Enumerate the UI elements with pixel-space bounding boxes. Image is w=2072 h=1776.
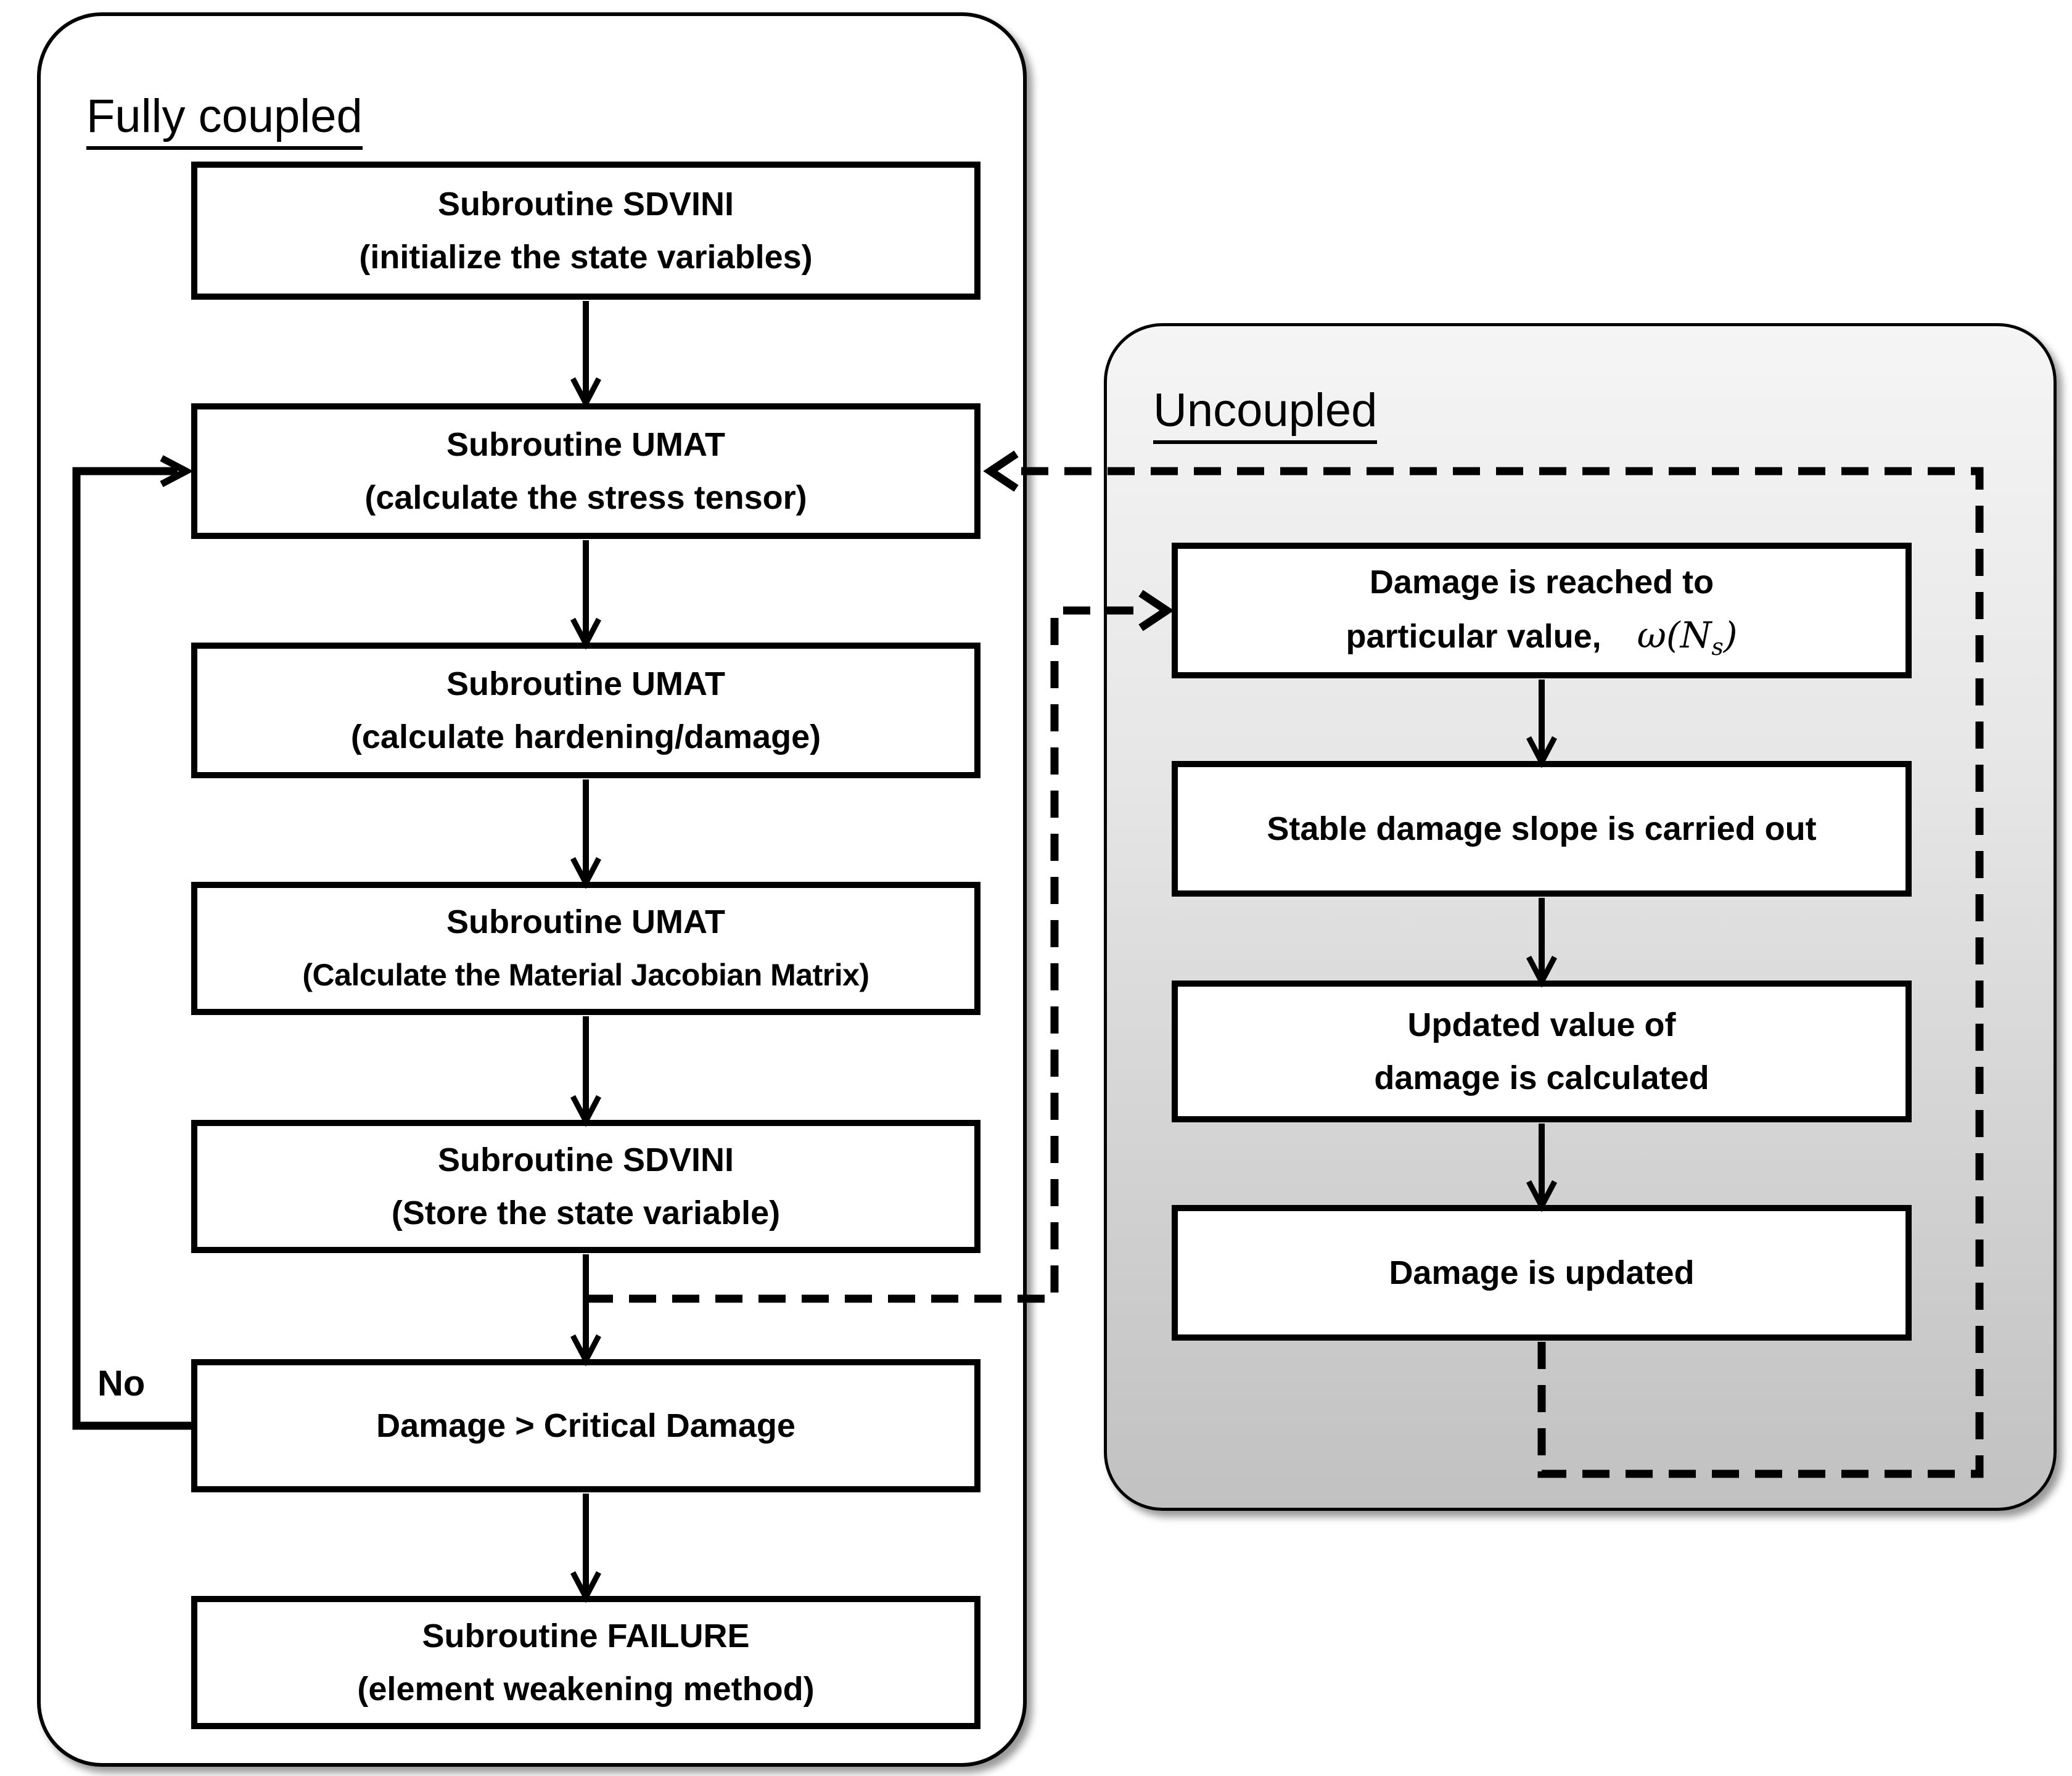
formula-subscript-s: s — [1711, 633, 1724, 660]
box-text-line: Subroutine FAILURE — [422, 1618, 750, 1655]
flow-box-damage-updated: Damage is updated — [1172, 1205, 1912, 1341]
box-text-line: (calculate the stress tensor) — [364, 479, 807, 516]
uncoupled-panel: Uncoupled Damage is reached to particula… — [1104, 323, 2057, 1511]
box-text-line: Subroutine UMAT — [446, 665, 725, 702]
box-text-line: (Store the state variable) — [391, 1194, 781, 1231]
flow-box-umat-stress-tensor: Subroutine UMAT (calculate the stress te… — [191, 403, 980, 539]
no-branch-label: No — [97, 1363, 146, 1404]
fully-coupled-panel: Fully coupled Subroutine SDVINI (initial… — [37, 12, 1027, 1767]
box-text-line: particular value, ω(Ns) — [1346, 609, 1737, 666]
box-text-line: (initialize the state variables) — [359, 239, 813, 276]
box-text-line: (Calculate the Material Jacobian Matrix) — [302, 958, 870, 992]
box-text-line: Damage > Critical Damage — [376, 1407, 796, 1444]
formula-symbol-n: N — [1680, 614, 1712, 656]
uncoupled-title: Uncoupled — [1153, 384, 1378, 444]
formula-omega: ω — [1637, 614, 1666, 656]
box-text-line: (element weakening method) — [357, 1671, 815, 1708]
box-text-line: damage is calculated — [1374, 1059, 1709, 1096]
flow-box-stable-damage-slope: Stable damage slope is carried out — [1172, 761, 1912, 897]
omega-ns-formula: ω(Ns) — [1637, 609, 1738, 666]
flow-box-failure-element-weakening: Subroutine FAILURE (element weakening me… — [191, 1596, 980, 1729]
box-text-fragment: particular value, — [1346, 617, 1601, 655]
box-text-line: Subroutine SDVINI — [437, 1141, 734, 1178]
flow-box-damage-critical-check: Damage > Critical Damage — [191, 1359, 980, 1492]
box-text-line: Subroutine SDVINI — [437, 186, 734, 223]
formula-paren-open: ( — [1666, 614, 1680, 656]
fully-coupled-title: Fully coupled — [86, 90, 363, 150]
flow-box-sdvini-initialize: Subroutine SDVINI (initialize the state … — [191, 162, 980, 300]
flow-box-damage-reached-value: Damage is reached to particular value, ω… — [1172, 543, 1912, 678]
box-text-line: Updated value of — [1407, 1006, 1676, 1043]
box-text-line: Damage is updated — [1389, 1254, 1695, 1291]
formula-paren-close: ) — [1723, 614, 1738, 656]
flow-box-sdvini-store: Subroutine SDVINI (Store the state varia… — [191, 1120, 980, 1253]
box-text-line: (calculate hardening/damage) — [350, 718, 821, 755]
box-text-line: Damage is reached to — [1369, 563, 1714, 601]
box-text-line: Subroutine UMAT — [446, 426, 725, 463]
flow-box-umat-jacobian-matrix: Subroutine UMAT (Calculate the Material … — [191, 882, 980, 1015]
flow-box-umat-hardening-damage: Subroutine UMAT (calculate hardening/dam… — [191, 643, 980, 778]
box-text-line: Subroutine UMAT — [446, 903, 725, 940]
box-text-line: Stable damage slope is carried out — [1267, 810, 1817, 847]
flow-box-updated-damage-value: Updated value of damage is calculated — [1172, 980, 1912, 1122]
